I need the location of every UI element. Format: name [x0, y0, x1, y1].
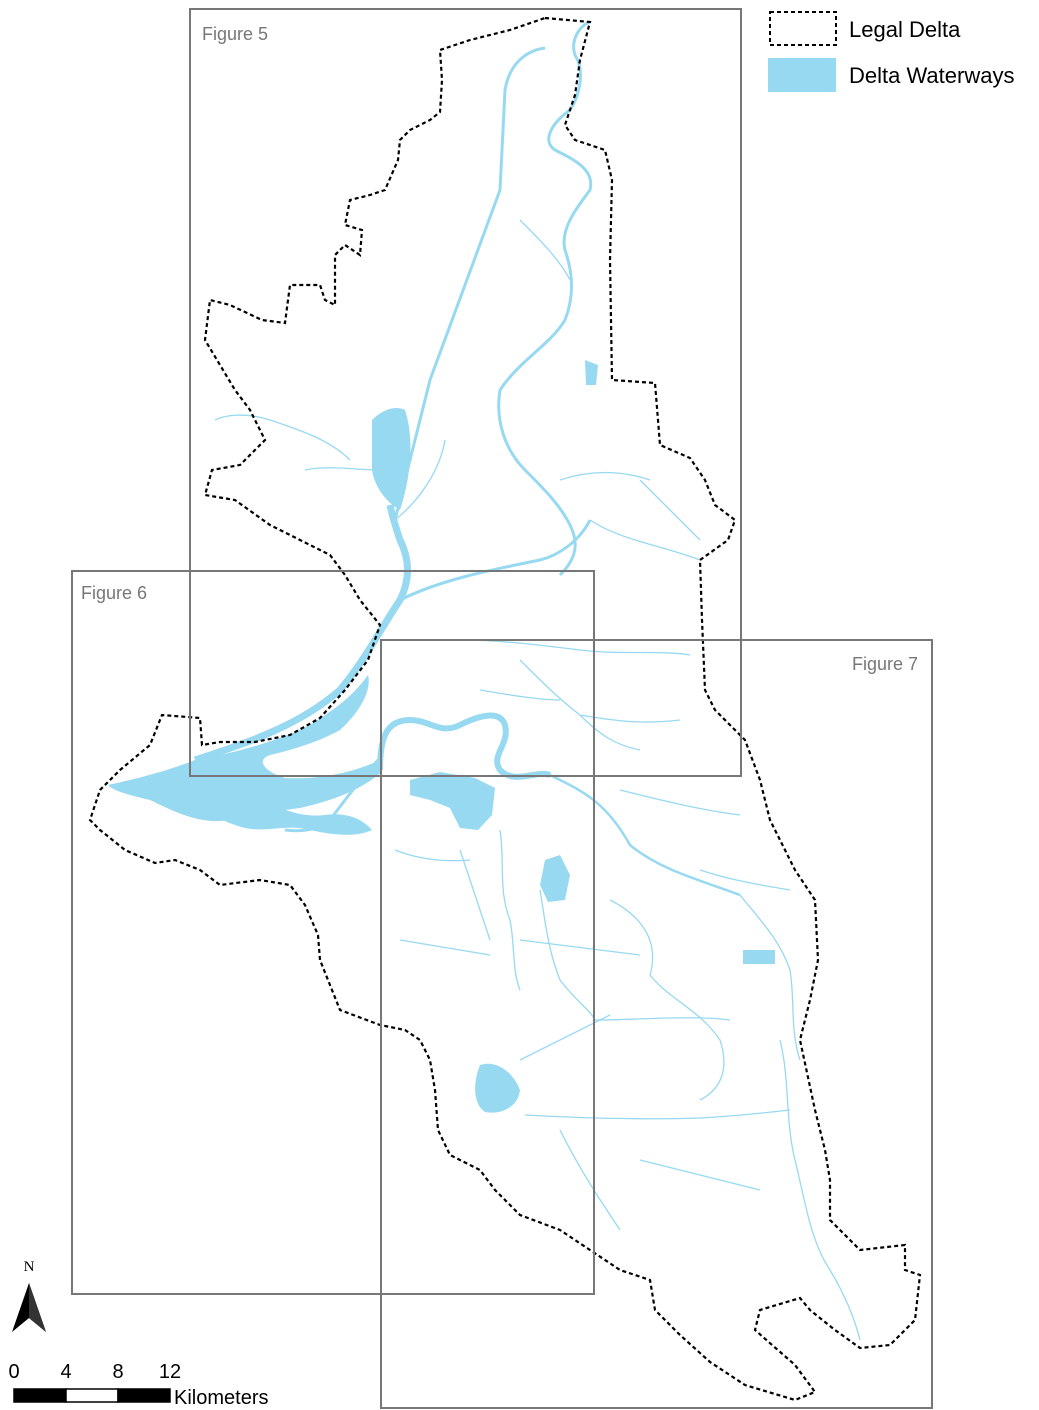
figure-6-frame	[71, 570, 595, 1295]
scale-tick-0: 0	[8, 1361, 19, 1383]
ship-channel	[393, 46, 546, 521]
old-river	[549, 773, 741, 897]
legal-delta-boundary	[88, 16, 922, 1402]
grizzly-bay-shoal	[200, 768, 262, 788]
figure-6-label: Figure 6	[81, 583, 147, 603]
legend: Legal Delta Delta Waterways	[768, 11, 1014, 92]
scale-segment-2	[65, 1388, 119, 1403]
legend-delta-waterways-swatch	[768, 58, 836, 92]
legend-delta-waterways-label: Delta Waterways	[849, 63, 1014, 88]
river-upper	[498, 20, 593, 391]
river-branch-east	[399, 519, 592, 602]
river-mid	[497, 389, 577, 577]
scale-tick-8: 8	[112, 1361, 123, 1383]
legend-legal-delta-swatch	[769, 11, 837, 46]
franks-tract	[410, 772, 495, 830]
scale-tick-4: 4	[60, 1361, 71, 1383]
figure-7-frame	[380, 639, 933, 1409]
stockton-basin	[743, 950, 775, 964]
clifton-court-forebay	[475, 1063, 520, 1113]
scale-segment-3	[117, 1388, 171, 1403]
upper-slough-pond	[585, 360, 598, 385]
figure-frames	[71, 8, 933, 1409]
north-arrow: N	[12, 1259, 46, 1332]
figure-7-label: Figure 7	[852, 654, 918, 674]
legend-legal-delta-label: Legal Delta	[849, 17, 961, 42]
delta-waterways	[108, 20, 861, 1341]
minor-channels	[214, 219, 861, 1341]
san-joaquin-loop	[377, 712, 551, 780]
figure-5-frame	[189, 8, 742, 777]
figure-5-label: Figure 5	[202, 24, 268, 44]
yolo-bypass-water	[372, 408, 411, 510]
sacramento-river	[193, 504, 411, 764]
scale-unit-label: Kilometers	[174, 1387, 268, 1409]
mildred-island	[540, 855, 570, 902]
scale-tick-12: 12	[159, 1361, 181, 1383]
scale-segment-1	[13, 1388, 67, 1403]
north-arrow-label: N	[24, 1259, 35, 1275]
scale-bar: 0 4 8 12 Kilometers	[8, 1361, 268, 1409]
suisun-bay-water	[108, 675, 382, 822]
